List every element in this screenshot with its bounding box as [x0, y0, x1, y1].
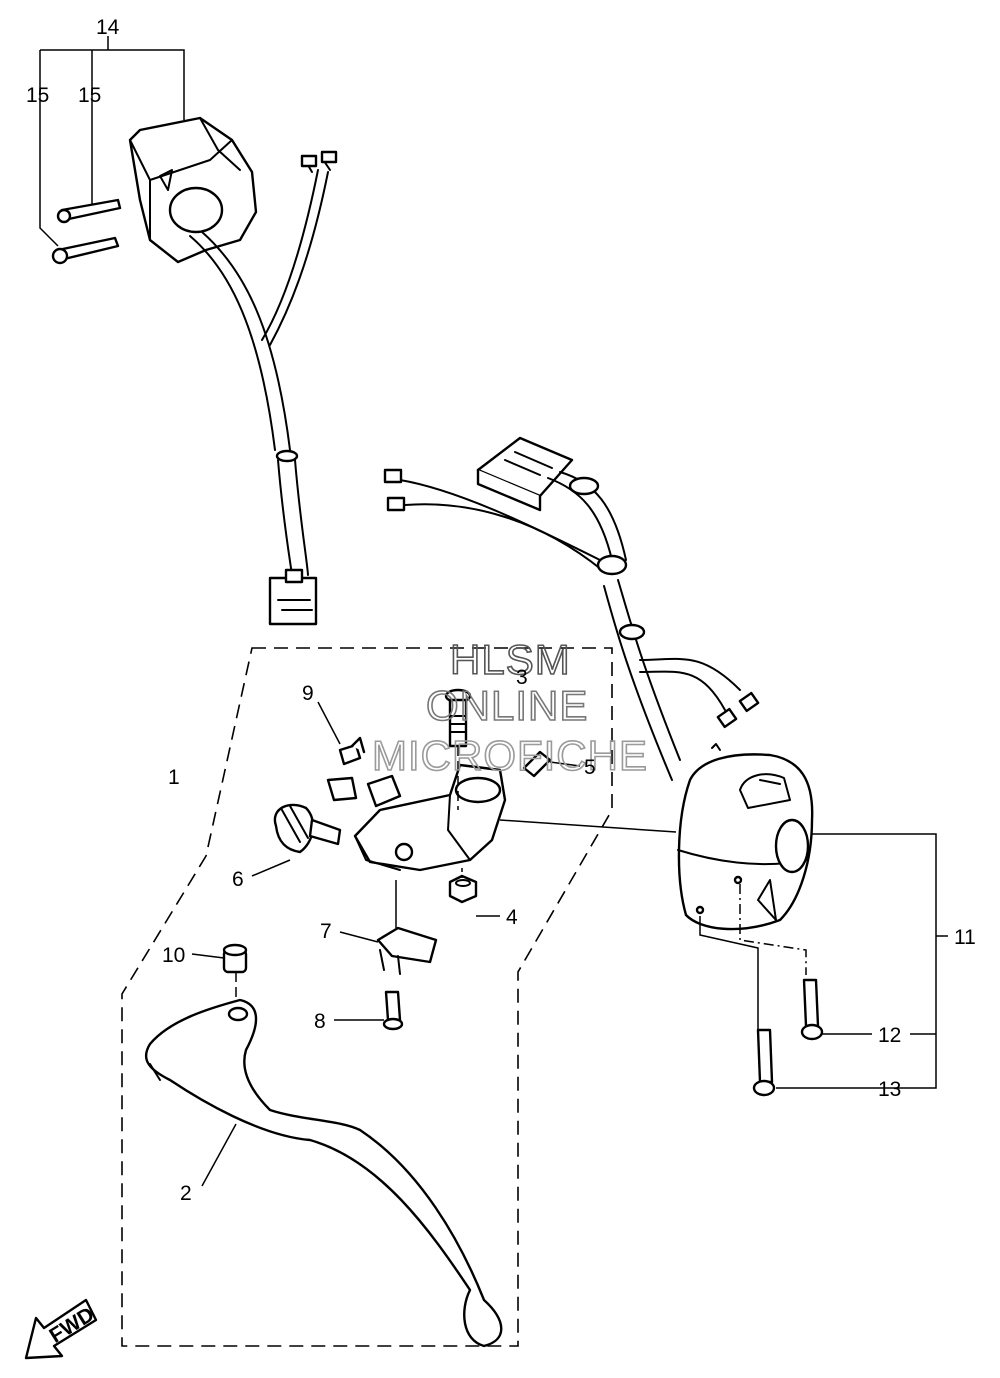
- callout-14: 14: [96, 16, 120, 39]
- callout-1: 1: [168, 766, 180, 789]
- fwd-arrow: FWD: [24, 1298, 98, 1360]
- lever-assembly: [121, 647, 677, 1348]
- callout-3: 3: [516, 666, 528, 689]
- callout-8: 8: [314, 1010, 326, 1033]
- callouts: 14 15 15 3 9 5 1 6 4 7 11 10 8 12 13 2: [26, 16, 976, 1205]
- callout-12: 12: [878, 1024, 901, 1047]
- callout-4: 4: [506, 906, 518, 929]
- callout-11: 11: [954, 926, 976, 949]
- left-switch-assembly: [39, 36, 338, 626]
- callout-7: 7: [320, 920, 332, 943]
- callout-5: 5: [584, 756, 596, 779]
- watermark-line-3: MICROFICHE: [372, 732, 648, 779]
- callout-9: 9: [302, 682, 314, 705]
- watermark-line-2: ONLINE: [426, 682, 588, 729]
- right-switch-assembly: [383, 436, 948, 1097]
- watermark-line-1: HLSM: [450, 636, 571, 683]
- watermark: HLSM ONLINE MICROFICHE: [371, 635, 648, 780]
- callout-15-right: 15: [78, 84, 101, 107]
- callout-10: 10: [162, 944, 185, 967]
- callout-6: 6: [232, 868, 244, 891]
- callout-15-left: 15: [26, 84, 49, 107]
- callout-13: 13: [878, 1078, 901, 1101]
- callout-2: 2: [180, 1182, 192, 1205]
